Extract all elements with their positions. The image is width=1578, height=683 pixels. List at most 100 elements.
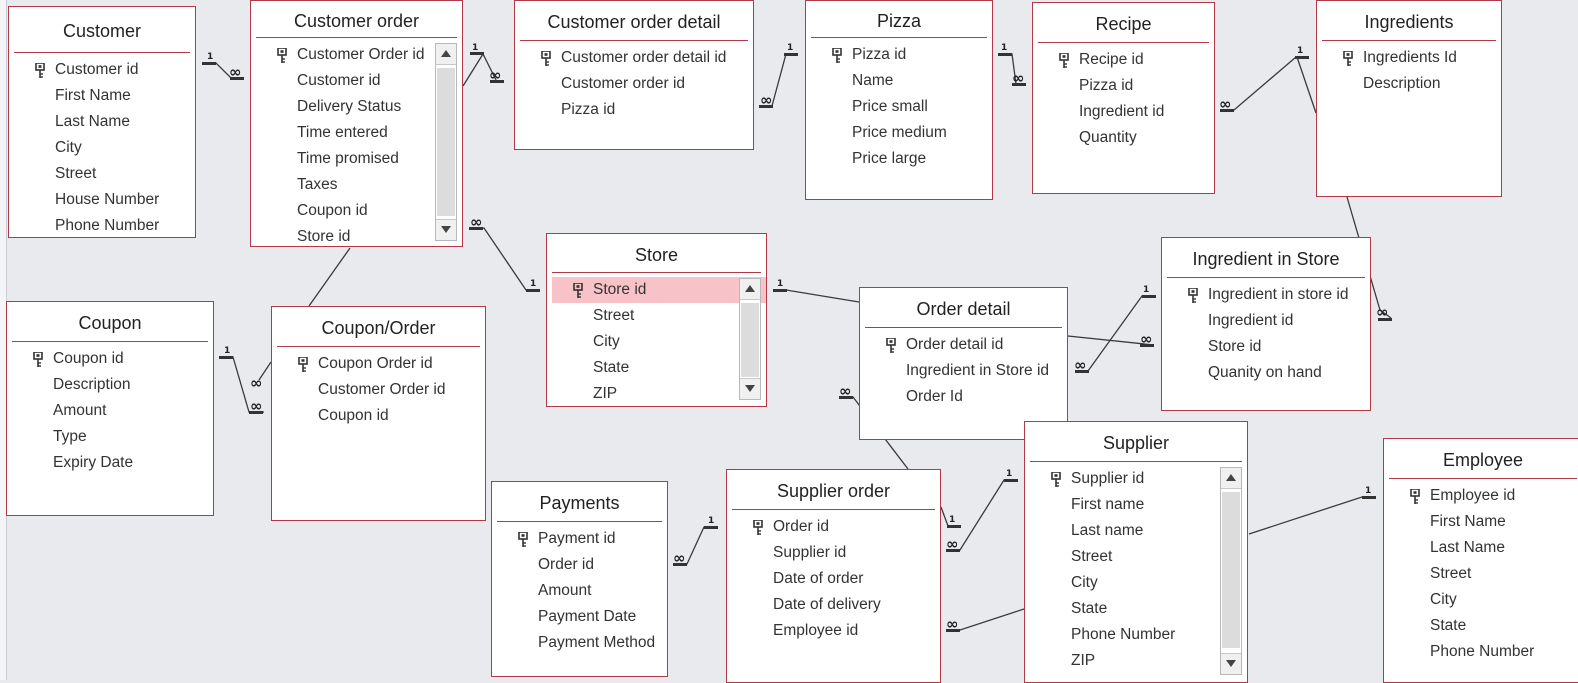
field-row[interactable]: Price small: [806, 94, 992, 120]
field-row[interactable]: Street: [547, 303, 766, 329]
field-row[interactable]: Payment Method: [492, 630, 667, 656]
table-title[interactable]: Ingredient in Store: [1167, 238, 1365, 278]
field-row[interactable]: Order detail id: [860, 332, 1067, 358]
relationship-line[interactable]: [1248, 496, 1376, 535]
field-row[interactable]: Order Id: [860, 384, 1067, 410]
field-row[interactable]: ZIP: [547, 381, 766, 406]
field-row[interactable]: Pizza id: [1033, 73, 1214, 99]
field-row[interactable]: Coupon id: [7, 346, 213, 372]
field-row[interactable]: First Name: [1384, 509, 1578, 535]
field-row[interactable]: Date of order: [727, 566, 940, 592]
field-row[interactable]: Store id: [251, 224, 462, 246]
field-row[interactable]: Customer order detail id: [515, 45, 753, 71]
relationship-line[interactable]: [308, 247, 351, 307]
relationship-line[interactable]: [258, 361, 272, 381]
scroll-up-icon[interactable]: [436, 44, 456, 65]
field-row[interactable]: Street: [1384, 561, 1578, 587]
table-title[interactable]: Customer order: [256, 1, 457, 38]
relationship-line[interactable]: [947, 479, 1017, 551]
relationship-line[interactable]: [1075, 295, 1155, 372]
field-row[interactable]: Supplier id: [1025, 466, 1247, 492]
field-row[interactable]: ZIP: [1025, 648, 1247, 674]
field-row[interactable]: Description: [1317, 71, 1501, 97]
table-title[interactable]: Recipe: [1038, 3, 1209, 43]
table-title[interactable]: Customer order detail: [520, 1, 748, 41]
field-row[interactable]: Store id: [1162, 334, 1370, 360]
field-row[interactable]: Name: [806, 68, 992, 94]
field-row[interactable]: Employee id: [1384, 483, 1578, 509]
field-row[interactable]: Order id: [727, 514, 940, 540]
field-row[interactable]: Payment Date: [492, 604, 667, 630]
relationship-line[interactable]: [1067, 335, 1155, 346]
field-row[interactable]: Taxes: [251, 172, 462, 198]
field-row[interactable]: Ingredient id: [1162, 308, 1370, 334]
table-title[interactable]: Customer: [14, 7, 190, 53]
field-row[interactable]: Employee id: [727, 618, 940, 644]
field-row[interactable]: Ingredient id: [1033, 99, 1214, 125]
relationship-line[interactable]: [462, 52, 497, 87]
field-row[interactable]: Pizza id: [515, 97, 753, 123]
field-row[interactable]: Ingredients Id: [1317, 45, 1501, 71]
relationship-line[interactable]: [1296, 56, 1317, 114]
field-row[interactable]: Customer id: [9, 57, 195, 83]
field-row[interactable]: Last name: [1025, 518, 1247, 544]
field-row[interactable]: Customer order id: [515, 71, 753, 97]
field-row[interactable]: Coupon id: [272, 403, 485, 429]
field-row[interactable]: Street: [1025, 544, 1247, 570]
field-row[interactable]: Time promised: [251, 146, 462, 172]
field-row[interactable]: Amount: [7, 398, 213, 424]
field-row[interactable]: Phone Number: [9, 213, 195, 237]
field-row[interactable]: Supplier id: [727, 540, 940, 566]
field-row[interactable]: Price large: [806, 146, 992, 172]
field-row[interactable]: Price medium: [806, 120, 992, 146]
table-title[interactable]: Payments: [497, 482, 662, 522]
field-row[interactable]: Quantity: [1033, 125, 1214, 151]
vertical-scrollbar[interactable]: [435, 43, 457, 241]
field-row[interactable]: City: [547, 329, 766, 355]
field-row[interactable]: Phone Number: [1025, 622, 1247, 648]
scroll-thumb[interactable]: [1222, 492, 1240, 648]
field-row[interactable]: Customer Order id: [251, 42, 462, 68]
relationship-line[interactable]: [998, 53, 1026, 85]
scroll-down-icon[interactable]: [1221, 653, 1241, 674]
field-row[interactable]: City: [1384, 587, 1578, 613]
field-row[interactable]: Expiry Date: [7, 450, 213, 476]
field-row[interactable]: Ingredient in store id: [1162, 282, 1370, 308]
scroll-down-icon[interactable]: [436, 219, 456, 240]
scroll-thumb[interactable]: [741, 303, 759, 377]
field-row[interactable]: Delivery Status: [251, 94, 462, 120]
field-row[interactable]: Coupon id: [251, 198, 462, 224]
field-row[interactable]: Date of delivery: [727, 592, 940, 618]
field-row[interactable]: First name: [1025, 492, 1247, 518]
table-title[interactable]: Employee: [1389, 439, 1577, 479]
relationship-line[interactable]: [220, 356, 264, 413]
table-title[interactable]: Order detail: [865, 288, 1062, 328]
field-row[interactable]: Customer Order id: [272, 377, 485, 403]
field-row[interactable]: Last Name: [9, 109, 195, 135]
field-row[interactable]: Quanity on hand: [1162, 360, 1370, 386]
field-row[interactable]: Phone Number: [1384, 639, 1578, 665]
relationship-line[interactable]: [674, 526, 718, 565]
table-title[interactable]: Supplier order: [732, 470, 935, 510]
table-title[interactable]: Ingredients: [1322, 1, 1496, 41]
table-title[interactable]: Supplier: [1030, 422, 1242, 462]
relationship-line[interactable]: [773, 289, 860, 303]
field-row[interactable]: Street: [9, 161, 195, 187]
field-row[interactable]: State: [1384, 613, 1578, 639]
relationship-line[interactable]: [203, 62, 244, 79]
table-title[interactable]: Pizza: [811, 1, 987, 38]
field-row[interactable]: Ingredient in Store id: [860, 358, 1067, 384]
field-row[interactable]: Customer id: [251, 68, 462, 94]
